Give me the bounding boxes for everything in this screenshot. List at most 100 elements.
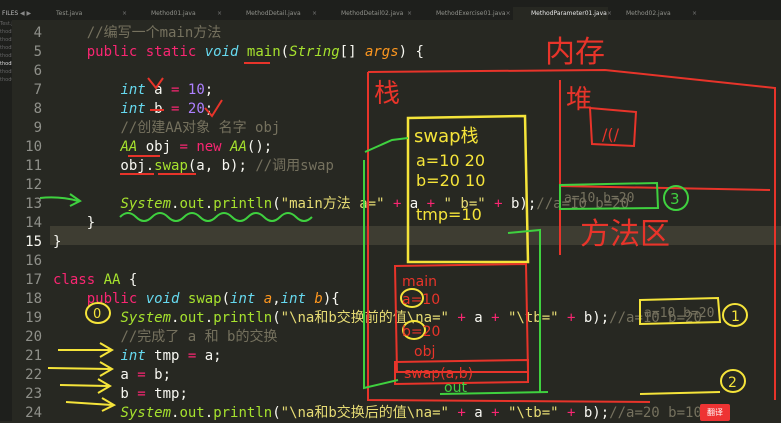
line-number: 22 (25, 367, 42, 383)
code-token: class (53, 272, 96, 288)
tab-close-icon[interactable]: × (691, 10, 697, 17)
code-token: void (204, 44, 239, 60)
code-token: "\na和b交换后的值\na=" (280, 405, 449, 421)
line-number: 20 (25, 329, 42, 345)
code-line[interactable]: System.out.println("main方法 a=" + a + " b… (53, 195, 629, 214)
code-token (179, 291, 187, 307)
code-token: ( (280, 44, 290, 60)
tab-close-icon[interactable]: × (606, 10, 612, 17)
code-token: } (53, 234, 62, 250)
code-editor[interactable]: //编写一个main方法 public static void main(Str… (50, 20, 781, 421)
code-token: . (171, 196, 180, 212)
code-token (95, 272, 103, 288)
code-token (53, 120, 120, 136)
code-line[interactable]: System.out.println("\na和b交换后的值\na=" + a … (53, 404, 701, 423)
code-line[interactable]: b = tmp; (53, 385, 188, 404)
tab-nav-arrows[interactable]: ◀ ▶ (20, 10, 32, 17)
code-token: a; (196, 348, 222, 364)
code-line[interactable]: //完成了 a 和 b的交换 (53, 328, 277, 347)
sidebar-file-item[interactable]: thodl (0, 45, 12, 51)
code-token: + (494, 196, 503, 212)
sidebar-file-item[interactable]: thodl (0, 69, 12, 75)
translate-button[interactable]: 翻译 (700, 404, 730, 421)
code-line[interactable]: obj.swap(a, b); //调用swap (53, 157, 333, 176)
code-token: ) { (398, 44, 424, 60)
sidebar-file-item[interactable]: Test.java (0, 21, 12, 27)
code-token: ; (204, 82, 214, 98)
tabs-container: Test.java×Method01.java×MethodDetail.jav… (38, 7, 703, 20)
code-token (500, 405, 508, 421)
code-token: . (204, 310, 214, 326)
code-line[interactable]: //编写一个main方法 (53, 24, 222, 43)
sidebar-file-item[interactable]: thodl (0, 53, 12, 59)
code-token: swap (187, 291, 222, 307)
tab-close-icon[interactable]: × (505, 10, 511, 17)
line-number: 19 (25, 310, 42, 326)
code-line[interactable]: //创建AA对象 名字 obj (53, 119, 280, 138)
code-token (53, 25, 87, 41)
editor-tab[interactable]: MethodExercise01.java× (418, 7, 513, 20)
editor-tab[interactable]: MethodDetail02.java× (323, 7, 418, 20)
code-token: tmp; (145, 386, 188, 402)
code-token: a (53, 367, 138, 383)
code-line[interactable]: System.out.println("\na和b交换前的值\na=" + a … (53, 309, 702, 328)
code-line[interactable]: class AA { (53, 271, 137, 290)
tab-close-icon[interactable]: × (216, 10, 222, 17)
code-token (137, 291, 145, 307)
editor-tab[interactable]: Method02.java× (608, 7, 703, 20)
line-number: 13 (25, 196, 42, 212)
tab-label: MethodDetail02.java (341, 10, 404, 17)
code-token (486, 196, 494, 212)
code-token (559, 310, 567, 326)
editor-tab[interactable]: MethodDetail.java× (228, 7, 323, 20)
code-line[interactable]: } (53, 214, 95, 233)
code-token (53, 139, 120, 155)
code-token: ( (221, 291, 231, 307)
code-token: System (120, 405, 172, 421)
editor-tab[interactable]: Test.java × (38, 7, 133, 20)
code-token (238, 44, 246, 60)
tab-close-icon[interactable]: × (121, 10, 127, 17)
code-token: = (187, 348, 197, 364)
tab-label: Test.java (56, 10, 83, 17)
code-line[interactable]: public static void main(String[] args) { (53, 43, 424, 62)
code-line[interactable]: AA obj = new AA(); (53, 138, 272, 157)
sidebar-file-item[interactable]: thodl (0, 61, 12, 67)
code-token: //a=10 b=20 (609, 310, 702, 326)
line-number: 4 (33, 25, 42, 41)
sidebar-file-item[interactable]: thodl (0, 37, 12, 43)
tab-close-icon[interactable]: × (311, 10, 317, 17)
code-token: " b=" (443, 196, 486, 212)
code-token: tmp (145, 348, 188, 364)
code-token: "\tb=" (507, 310, 559, 326)
code-token: ( (272, 196, 281, 212)
code-token: String (289, 44, 340, 60)
line-number: 16 (25, 253, 42, 269)
line-number: 7 (33, 82, 42, 98)
code-token (385, 196, 393, 212)
code-token (179, 101, 187, 117)
code-token: out (179, 310, 205, 326)
code-token: out (179, 196, 205, 212)
code-line[interactable]: int a = 10; (53, 81, 213, 100)
editor-tab[interactable]: Method01.java× (133, 7, 228, 20)
line-number: 8 (33, 101, 42, 117)
code-token: int (120, 101, 146, 117)
code-token (53, 196, 120, 212)
code-token: b); (502, 196, 537, 212)
tab-close-icon[interactable]: × (406, 10, 412, 17)
editor-tab[interactable]: MethodParameter01.java× (513, 7, 612, 20)
line-number: 10 (25, 139, 42, 155)
code-line[interactable]: } (53, 233, 61, 252)
code-line[interactable]: a = b; (53, 366, 171, 385)
sidebar-file-item[interactable]: thod0 (0, 77, 12, 83)
minimap[interactable] (762, 24, 781, 48)
code-token: } (53, 215, 96, 231)
code-token: b; (145, 367, 172, 383)
sidebar-file-item[interactable]: thodl (0, 29, 12, 35)
code-token: 10 (187, 82, 205, 98)
code-line[interactable]: int b = 20; (53, 100, 213, 119)
code-line[interactable]: public void swap(int a,int b){ (53, 290, 340, 309)
code-line[interactable]: int tmp = a; (53, 347, 222, 366)
